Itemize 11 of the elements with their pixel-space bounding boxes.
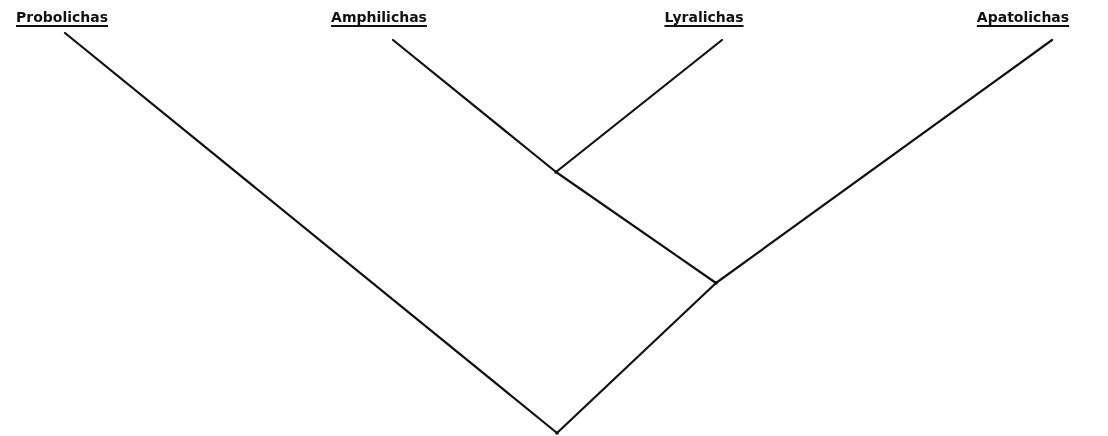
taxon-label: Probolichas bbox=[15, 8, 109, 30]
taxon-label: Amphilichas bbox=[331, 8, 427, 30]
branch-line bbox=[555, 281, 718, 435]
branch-point bbox=[714, 281, 718, 285]
taxon-label: Lyralichas bbox=[664, 8, 744, 30]
branch-line bbox=[554, 38, 724, 174]
branch-line bbox=[63, 31, 559, 435]
branch-line bbox=[391, 38, 558, 174]
branch-point bbox=[555, 431, 559, 435]
branch-point bbox=[554, 170, 558, 174]
taxon-label: Apatolichas bbox=[976, 8, 1070, 30]
